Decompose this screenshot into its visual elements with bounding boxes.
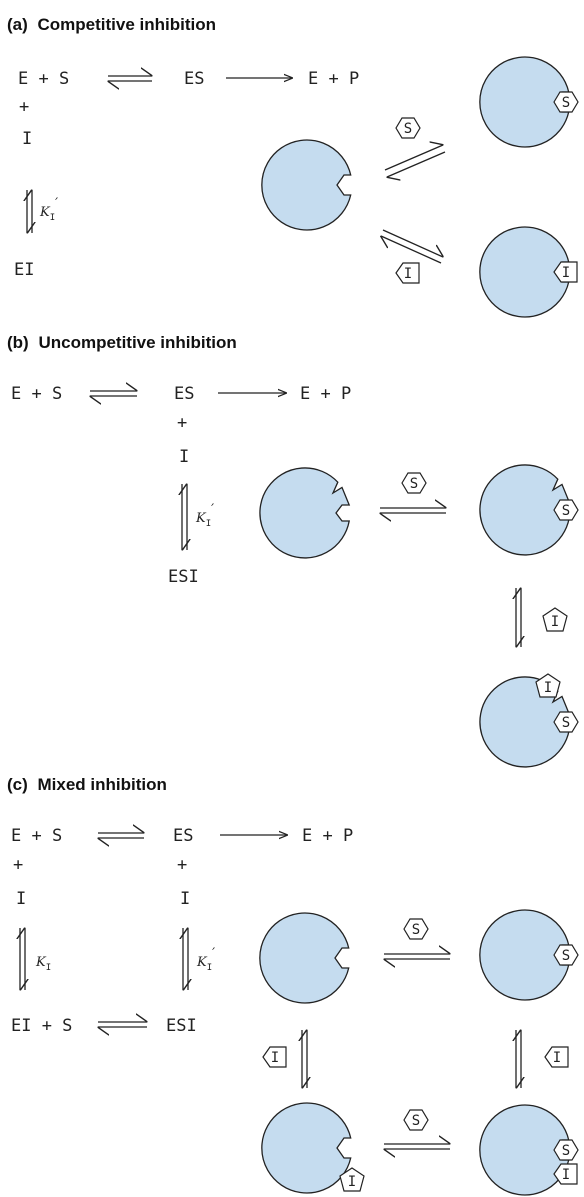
svg-text:S: S [562, 95, 570, 111]
panel-b-title: Uncompetitive inhibition [38, 333, 236, 352]
plus-sign: + [177, 855, 187, 875]
svg-text:I: I [404, 266, 412, 282]
enzyme-inhibitor-complex: I [480, 227, 577, 317]
panel-a-cartoon: S I S I [262, 57, 578, 317]
species-I: I [180, 889, 190, 909]
panel-a-heading: (a) Competitive inhibition [7, 15, 216, 34]
enzyme-inhibitor-complex: I [262, 1103, 364, 1193]
equilibrium-arrow [20, 928, 25, 990]
species-EI-plus-S: EI + S [11, 1016, 72, 1036]
equilibrium-arrow [384, 954, 450, 959]
panel-b-label: (b) [7, 333, 29, 352]
panel-b-heading: (b) Uncompetitive inhibition [7, 333, 237, 352]
panel-a-label: (a) [7, 15, 28, 34]
species-ES: ES [173, 826, 193, 846]
species-E-plus-S: E + S [11, 384, 62, 404]
species-I: I [22, 129, 32, 149]
dissociation-constant-prime: KI′ [196, 946, 215, 973]
svg-text:S: S [562, 715, 570, 731]
equilibrium-arrow [98, 1022, 147, 1027]
equilibrium-arrow [516, 588, 521, 647]
dissociation-constant: KI′ [39, 196, 58, 223]
substrate-ligand: S [396, 118, 420, 138]
species-E-plus-P: E + P [300, 384, 351, 404]
enzyme-substrate-inhibitor-complex: S I [480, 1105, 578, 1195]
dissociation-constant: KI′ [195, 502, 214, 529]
free-enzyme [260, 468, 349, 558]
inhibitor-ligand: I [543, 608, 567, 631]
svg-text:I: I [544, 680, 552, 696]
species-I: I [179, 447, 189, 467]
inhibitor-ligand: I [545, 1047, 568, 1067]
species-ES: ES [184, 69, 204, 89]
svg-text:I: I [562, 1167, 570, 1183]
panel-b: (b) Uncompetitive inhibition E + S ES E … [7, 333, 578, 767]
enzyme-substrate-complex: S [480, 465, 578, 555]
panel-c: (c) Mixed inhibition E + S ES E + P + + … [7, 775, 578, 1195]
svg-text:I: I [348, 1174, 356, 1190]
equilibrium-arrow [384, 1144, 450, 1149]
svg-text:S: S [562, 1143, 570, 1159]
panel-c-cartoon: S S I I I [260, 910, 578, 1195]
equilibrium-arrow [380, 508, 446, 513]
free-enzyme [260, 913, 349, 1003]
enzyme-substrate-complex: S [480, 910, 578, 1000]
svg-text:S: S [412, 1113, 420, 1129]
species-E-plus-S: E + S [11, 826, 62, 846]
svg-text:S: S [404, 121, 412, 137]
svg-text:I: I [553, 1050, 561, 1066]
svg-text:I: I [551, 614, 559, 630]
equilibrium-arrow [90, 391, 137, 396]
substrate-ligand: S [404, 1110, 428, 1130]
species-ES: ES [174, 384, 194, 404]
species-E-plus-P: E + P [302, 826, 353, 846]
inhibitor-ligand: I [396, 263, 419, 283]
species-EI: EI [14, 260, 34, 280]
equilibrium-arrow [385, 145, 445, 177]
equilibrium-arrow [381, 230, 443, 263]
panel-c-label: (c) [7, 775, 28, 794]
species-E-plus-P: E + P [308, 69, 359, 89]
enzyme-substrate-inhibitor-complex: S I [480, 674, 578, 767]
free-enzyme [262, 140, 351, 230]
substrate-ligand: S [402, 473, 426, 493]
equilibrium-arrow [302, 1030, 307, 1088]
equilibrium-arrow [516, 1030, 521, 1088]
equilibrium-arrow [182, 484, 187, 550]
plus-sign: + [13, 855, 23, 875]
species-ESI: ESI [166, 1016, 197, 1036]
plus-sign: + [19, 97, 29, 117]
panel-a-title: Competitive inhibition [38, 15, 217, 34]
species-E-plus-S: E + S [18, 69, 69, 89]
dissociation-constant: KI [35, 955, 51, 973]
svg-text:S: S [412, 922, 420, 938]
equilibrium-arrow [183, 928, 188, 990]
panel-b-cartoon: S S I S I [260, 465, 578, 767]
svg-text:S: S [410, 476, 418, 492]
svg-text:S: S [562, 503, 570, 519]
svg-text:I: I [562, 265, 570, 281]
substrate-ligand: S [404, 919, 428, 939]
panel-c-heading: (c) Mixed inhibition [7, 775, 167, 794]
equilibrium-arrow [98, 833, 144, 838]
equilibrium-arrow [108, 76, 152, 81]
inhibitor-ligand: I [263, 1047, 286, 1067]
panel-a: (a) Competitive inhibition E + S ES E + … [7, 15, 578, 317]
plus-sign: + [177, 413, 187, 433]
svg-text:I: I [271, 1050, 279, 1066]
svg-text:S: S [562, 948, 570, 964]
panel-c-title: Mixed inhibition [38, 775, 167, 794]
species-I: I [16, 889, 26, 909]
species-ESI: ESI [168, 567, 199, 587]
equilibrium-arrow [27, 190, 32, 233]
enzyme-substrate-complex: S [480, 57, 578, 147]
